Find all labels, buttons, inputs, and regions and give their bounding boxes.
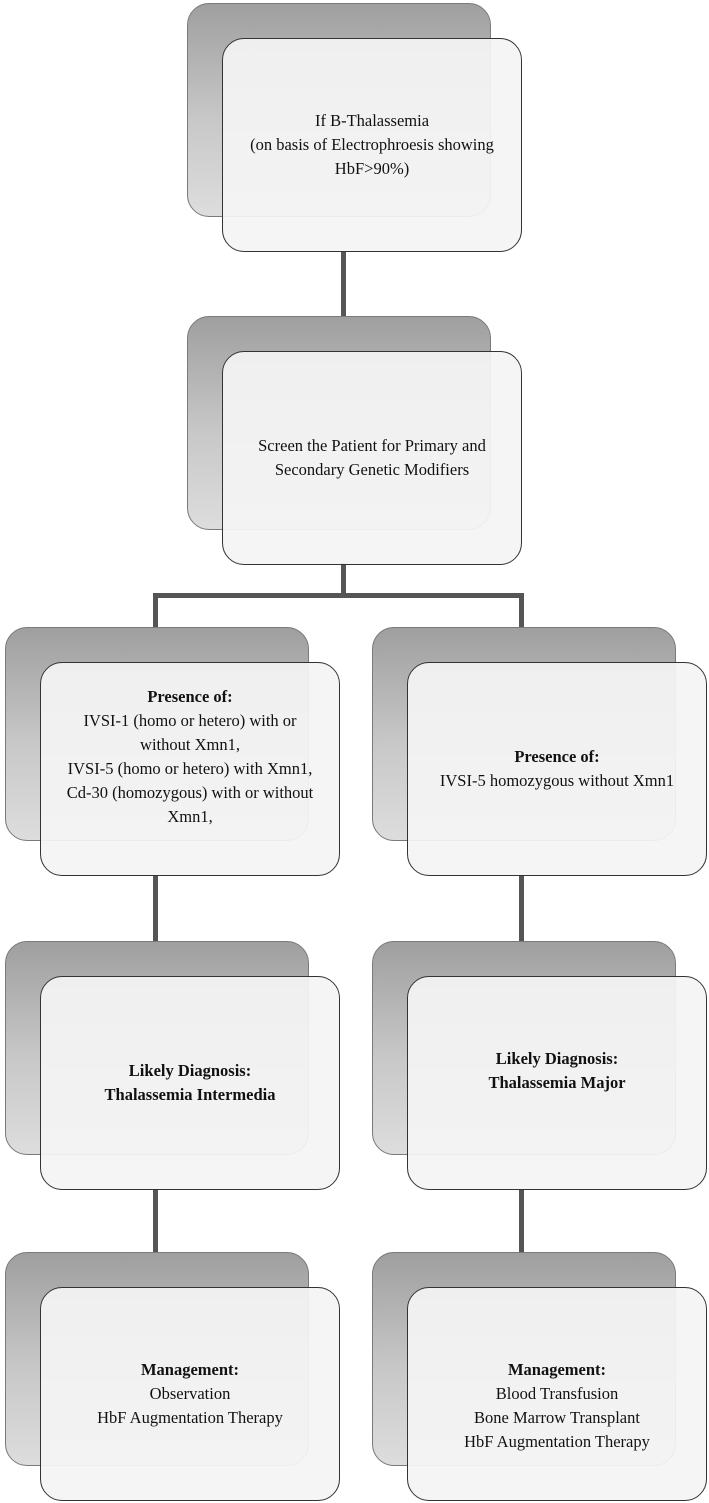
- connector-diagnosis-to-management-right: [519, 1189, 524, 1252]
- node-management-right-card: Management: Blood Transfusion Bone Marro…: [407, 1287, 707, 1501]
- node-management-right-line-3: HbF Augmentation Therapy: [464, 1432, 650, 1451]
- node-management-left-card: Management: Observation HbF Augmentation…: [40, 1287, 340, 1501]
- node-presence-left-line-1: IVSI-1 (homo or hetero) with or: [83, 711, 297, 730]
- node-presence-right-line-1: IVSI-5 homozygous without Xmn1: [439, 771, 675, 790]
- node-diagnosis-left-value: Thalassemia Intermedia: [104, 1085, 276, 1104]
- connector-branch-horizontal: [153, 593, 524, 598]
- node-screen-card: Screen the Patient for Primary and Secon…: [222, 351, 522, 565]
- connector-branch-right-drop: [519, 593, 524, 629]
- node-presence-left-line-5: Xmn1,: [167, 807, 213, 826]
- connector-diagnosis-to-management-left: [153, 1189, 158, 1252]
- node-management-right-line-1: Blood Transfusion: [495, 1384, 619, 1403]
- node-diagnosis-right-card: Likely Diagnosis: Thalassemia Major: [407, 976, 707, 1190]
- node-start-card: If B-Thalassemia (on basis of Electrophr…: [222, 38, 522, 252]
- node-presence-left-line-2: without Xmn1,: [140, 735, 240, 754]
- node-management-right-line-2: Bone Marrow Transplant: [474, 1408, 640, 1427]
- node-diagnosis-right-value: Thalassemia Major: [488, 1073, 626, 1092]
- node-start-line-1: If B-Thalassemia: [314, 111, 430, 130]
- node-diagnosis-left-heading: Likely Diagnosis:: [128, 1061, 252, 1080]
- node-management-left-line-2: HbF Augmentation Therapy: [97, 1408, 283, 1427]
- node-management-left-line-1: Observation: [149, 1384, 231, 1403]
- connector-presence-to-diagnosis-left: [153, 876, 158, 941]
- connector-presence-to-diagnosis-right: [519, 876, 524, 941]
- node-presence-left-card: Presence of: IVSI-1 (homo or hetero) wit…: [40, 662, 340, 876]
- node-presence-left-heading: Presence of:: [147, 687, 233, 706]
- node-start-line-2: (on basis of Electrophroesis showing: [250, 135, 494, 154]
- node-screen-line-1: Screen the Patient for Primary and: [258, 436, 486, 455]
- node-management-right-heading: Management:: [507, 1360, 607, 1379]
- node-diagnosis-right-heading: Likely Diagnosis:: [495, 1049, 619, 1068]
- node-management-left-heading: Management:: [140, 1360, 240, 1379]
- node-presence-left-line-3: IVSI-5 (homo or hetero) with Xmn1,: [67, 759, 313, 778]
- node-presence-right-heading: Presence of:: [514, 747, 600, 766]
- node-presence-left-line-4: Cd-30 (homozygous) with or without: [66, 783, 314, 802]
- node-diagnosis-left-card: Likely Diagnosis: Thalassemia Intermedia: [40, 976, 340, 1190]
- connector-branch-left-drop: [153, 593, 158, 629]
- connector-screen-stem: [341, 563, 346, 596]
- node-presence-right-card: Presence of: IVSI-5 homozygous without X…: [407, 662, 707, 876]
- node-start-line-3: HbF>90%): [334, 159, 410, 178]
- connector-start-to-screen: [341, 252, 346, 316]
- node-screen-line-2: Secondary Genetic Modifiers: [274, 460, 470, 479]
